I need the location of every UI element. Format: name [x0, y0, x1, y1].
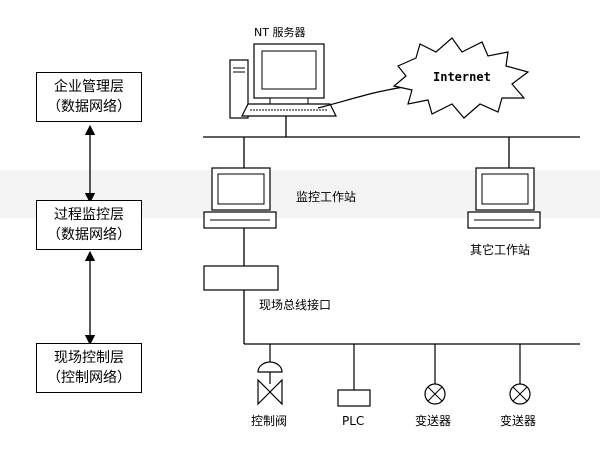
layer-title: 过程监控层 [54, 207, 124, 223]
layer-enterprise: 企业管理层 （数据网络） [36, 72, 142, 122]
fieldbus-interface-box [203, 265, 279, 291]
device-label-transmitter: 变送器 [500, 414, 537, 428]
monitor-workstation-label: 监控工作站 [296, 190, 357, 204]
device-label-plc: PLC [342, 414, 365, 428]
transmitter-icon [424, 383, 446, 405]
layer-title: 企业管理层 [54, 79, 124, 95]
internet-cloud-icon [392, 37, 530, 119]
device-label-valve: 控制阀 [251, 414, 288, 428]
other-workstation-icon [467, 167, 541, 229]
monitor-workstation-icon [203, 167, 277, 229]
internet-link [317, 85, 411, 109]
layer-monitoring: 过程监控层 （数据网络） [36, 200, 142, 250]
layer-subtitle: （数据网络） [47, 99, 131, 115]
internet-label: Internet [433, 70, 491, 84]
fieldbus-interface-label: 现场总线接口 [259, 298, 332, 312]
server-label: NT 服务器 [254, 26, 306, 39]
device-label-transmitter: 变送器 [415, 414, 452, 428]
layer-title: 现场控制层 [54, 350, 124, 366]
plc-icon [337, 389, 371, 407]
transmitter-icon [509, 383, 531, 405]
layer-subtitle: （控制网络） [47, 370, 131, 386]
layer-field-control: 现场控制层 （控制网络） [36, 343, 142, 393]
server-computer-icon [229, 43, 337, 137]
control-valve-icon [257, 361, 283, 406]
other-workstation-label: 其它工作站 [470, 243, 531, 257]
layer-subtitle: （数据网络） [47, 227, 131, 243]
